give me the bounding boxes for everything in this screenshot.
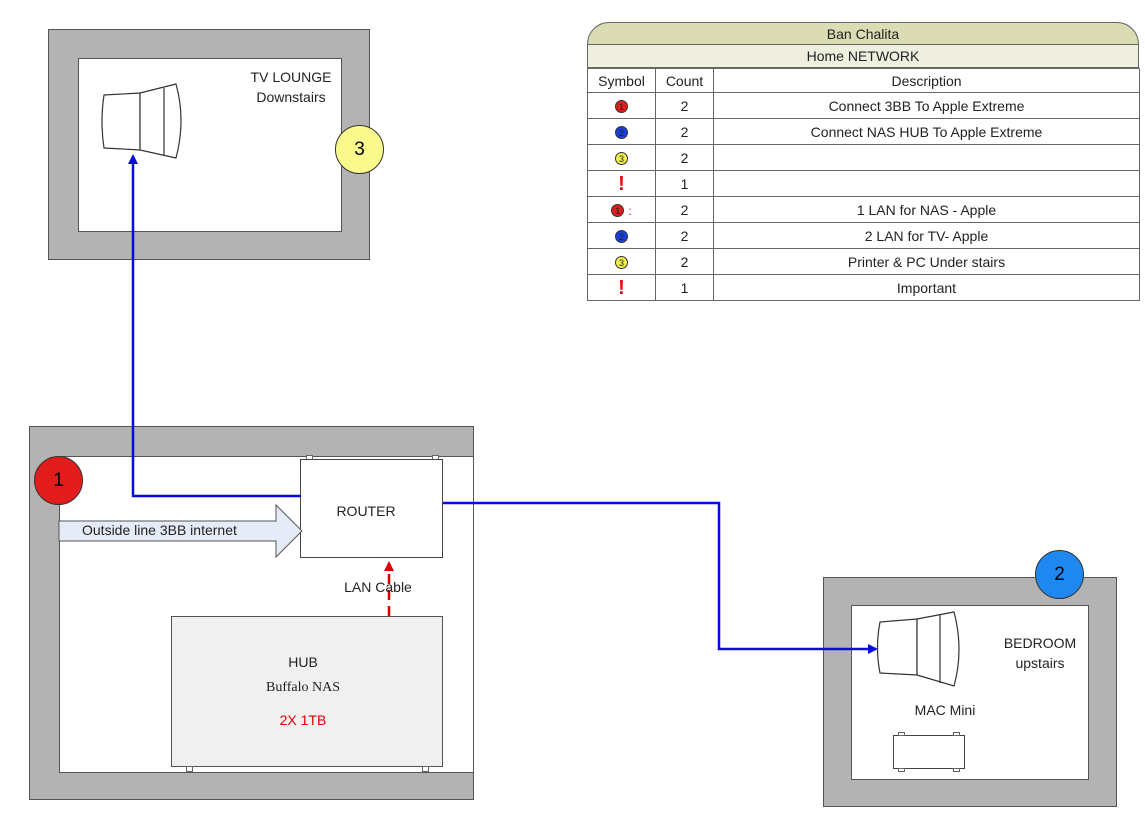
mac-mini-foot — [898, 732, 905, 736]
router-label: ROUTER — [336, 503, 396, 519]
lan-cable-label: LAN Cable — [344, 579, 412, 595]
legend-count: 2 — [655, 222, 714, 249]
blue-circle-2-icon: 2 — [615, 230, 628, 244]
legend-count: 2 — [655, 118, 714, 145]
badge-3: 3 — [335, 125, 384, 174]
mac-mini-foot — [953, 768, 960, 772]
legend-description — [713, 144, 1140, 171]
outside-line-label: Outside line 3BB internet — [82, 522, 237, 538]
bedroom-screen-icon — [876, 611, 960, 687]
red-circle-1-icon: 1 — [611, 204, 625, 218]
blue-circle-2-icon: 2 — [615, 126, 628, 140]
legend-row: 1 2 Connect 3BB To Apple Extreme — [587, 92, 1140, 119]
router — [300, 459, 443, 558]
legend-count: 2 — [655, 92, 714, 119]
badge-1: 1 — [34, 456, 83, 505]
mac-mini-device — [893, 735, 965, 769]
exclamation-icon: ! — [618, 172, 625, 195]
legend-description: Connect NAS HUB To Apple Extreme — [713, 118, 1140, 145]
red-circle-1-icon: 1 — [615, 100, 628, 114]
tv-lounge-room — [48, 29, 370, 260]
tv-lounge-label: TV LOUNGE Downstairs — [250, 69, 332, 105]
exclamation-icon: ! — [618, 276, 625, 299]
legend-count: 2 — [655, 248, 714, 275]
legend-description — [713, 170, 1140, 197]
legend-row: 3 2 Printer & PC Under stairs — [587, 248, 1140, 275]
badge-2: 2 — [1035, 550, 1084, 599]
hub-capacity-label: 2X 1TB — [279, 712, 327, 728]
legend-grid: Symbol Count Description 1 2 Connect 3BB… — [587, 68, 1140, 301]
hub-foot — [186, 766, 193, 772]
legend-row: ! 1 — [587, 170, 1140, 197]
outside-line-arrow — [58, 503, 303, 559]
mac-mini-foot — [898, 768, 905, 772]
legend-description: Important — [713, 274, 1140, 301]
header-symbol: Symbol — [587, 68, 656, 93]
tv-screen-icon — [101, 83, 182, 159]
legend-subtitle: Home NETWORK — [587, 44, 1139, 68]
legend-row: 2 2 2 LAN for TV- Apple — [587, 222, 1140, 249]
hub-model-label: Buffalo NAS — [265, 680, 341, 695]
legend-description: 2 LAN for TV- Apple — [713, 222, 1140, 249]
legend-header-row: Symbol Count Description — [587, 68, 1140, 93]
legend-row: 2 2 Connect NAS HUB To Apple Extreme — [587, 118, 1140, 145]
yellow-circle-3-icon: 3 — [615, 152, 628, 166]
yellow-circle-3-icon: 3 — [615, 256, 628, 270]
mac-mini-foot — [953, 732, 960, 736]
legend-row: 1: 2 1 LAN for NAS - Apple — [587, 196, 1140, 223]
header-description: Description — [713, 68, 1140, 93]
red-colon-icon: : — [628, 203, 632, 218]
router-to-bedroom-link — [443, 501, 878, 654]
legend-count: 1 — [655, 170, 714, 197]
hub-label: HUB — [288, 654, 318, 670]
legend-count: 2 — [655, 144, 714, 171]
legend-table: Ban Chalita Home NETWORK Symbol Count De… — [587, 22, 1140, 306]
legend-row: 3 2 — [587, 144, 1140, 171]
legend-description: Printer & PC Under stairs — [713, 248, 1140, 275]
legend-row: ! 1 Important — [587, 274, 1140, 301]
bedroom-label: BEDROOM upstairs — [1003, 635, 1077, 671]
legend-count: 1 — [655, 274, 714, 301]
router-to-tv-link — [128, 154, 301, 498]
hub-foot — [422, 766, 429, 772]
legend-description: Connect 3BB To Apple Extreme — [713, 92, 1140, 119]
legend-description: 1 LAN for NAS - Apple — [713, 196, 1140, 223]
legend-title: Ban Chalita — [587, 22, 1139, 44]
nas-hub — [171, 616, 443, 767]
legend-count: 2 — [655, 196, 714, 223]
header-count: Count — [655, 68, 714, 93]
mac-mini-label: MAC Mini — [914, 702, 976, 718]
